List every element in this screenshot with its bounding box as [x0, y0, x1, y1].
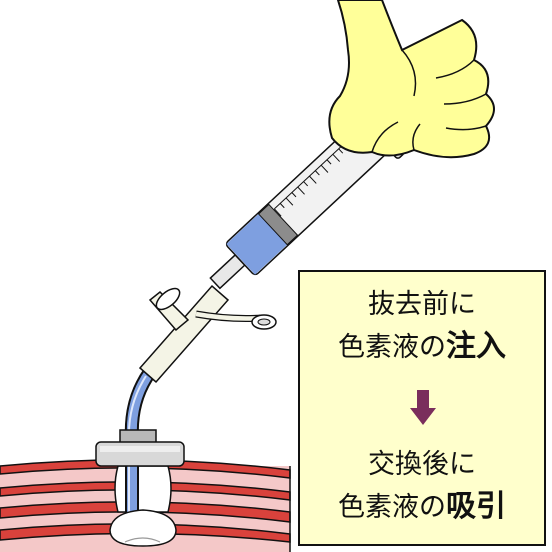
down-arrow-icon — [410, 390, 436, 425]
step2-line2: 色素液の吸引 — [300, 490, 544, 525]
external-bumper — [95, 429, 185, 467]
step1-line2-emphasis: 注入 — [446, 329, 506, 364]
step2-line1-text: 交換後に — [368, 449, 476, 480]
gloved-hand — [328, 0, 495, 159]
internal-bumper — [109, 509, 177, 547]
tube-connector — [138, 284, 277, 384]
instruction-callout: 抜去前に 色素液の注入 交換後に 色素液の吸引 — [298, 270, 546, 546]
step2-line2-prefix: 色素液の — [338, 492, 446, 523]
step2-line2-emphasis: 吸引 — [446, 489, 506, 524]
step1-line2: 色素液の注入 — [300, 330, 544, 365]
step1-line2-prefix: 色素液の — [338, 332, 446, 363]
step2-line1: 交換後に — [300, 448, 544, 482]
fistula-channel — [114, 465, 172, 513]
step1-line1: 抜去前に — [300, 288, 544, 322]
step1-line1-text: 抜去前に — [368, 289, 476, 320]
